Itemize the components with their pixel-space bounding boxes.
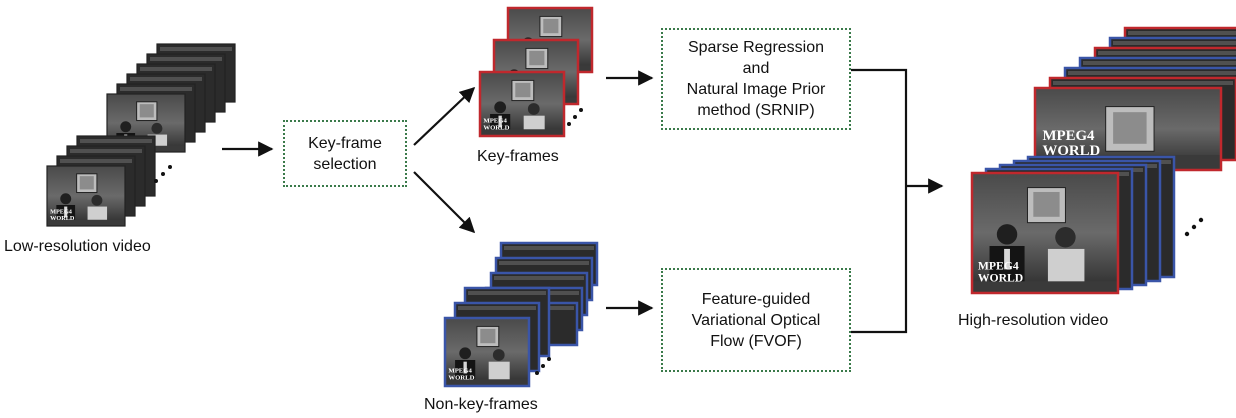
svg-text:WORLD: WORLD bbox=[50, 215, 75, 222]
merge-connector bbox=[851, 68, 908, 334]
non-key-frames-label: Non-key-frames bbox=[424, 396, 538, 413]
svg-text:WORLD: WORLD bbox=[1042, 143, 1100, 159]
svg-text:MPEG4: MPEG4 bbox=[448, 368, 472, 375]
srnip-line-1: Sparse Regression bbox=[687, 39, 825, 56]
keyframe-selection-box: Key-frame selection bbox=[283, 120, 407, 187]
svg-text:MPEG4: MPEG4 bbox=[483, 118, 507, 125]
srnip-line-2: and bbox=[742, 60, 770, 77]
fvof-box: Feature-guided Variational Optical Flow … bbox=[661, 268, 851, 372]
arrow-to-non-key-frames bbox=[413, 171, 476, 234]
svg-text:MPEG4: MPEG4 bbox=[978, 260, 1019, 273]
key-frames-label: Key-frames bbox=[477, 148, 559, 165]
arrow-to-key-frames bbox=[413, 86, 476, 146]
srnip-line-4: method (SRNIP) bbox=[697, 102, 815, 119]
keyframe-selection-line-2: selection bbox=[313, 155, 377, 173]
keyframe-selection-line-1: Key-frame bbox=[308, 134, 382, 152]
srnip-box: Sparse Regression and Natural Image Prio… bbox=[661, 28, 851, 130]
ellipsis-dots bbox=[154, 165, 172, 183]
srnip-line-3: Natural Image Prior bbox=[686, 81, 826, 98]
svg-text:WORLD: WORLD bbox=[483, 124, 509, 131]
ellipsis-dots bbox=[567, 108, 583, 126]
svg-text:MPEG4: MPEG4 bbox=[50, 209, 72, 216]
svg-text:WORLD: WORLD bbox=[448, 374, 474, 381]
svg-text:MPEG4: MPEG4 bbox=[1042, 128, 1095, 144]
ellipsis-dots bbox=[535, 357, 551, 375]
fvof-line-1: Feature-guided bbox=[701, 290, 811, 308]
high-res-video-label: High-resolution video bbox=[958, 312, 1109, 329]
low-res-video-label: Low-resolution video bbox=[4, 238, 151, 255]
fvof-line-2: Variational Optical bbox=[691, 311, 821, 329]
svg-text:WORLD: WORLD bbox=[978, 271, 1023, 284]
fvof-line-3: Flow (FVOF) bbox=[710, 332, 802, 350]
ellipsis-dots bbox=[1184, 217, 1204, 237]
